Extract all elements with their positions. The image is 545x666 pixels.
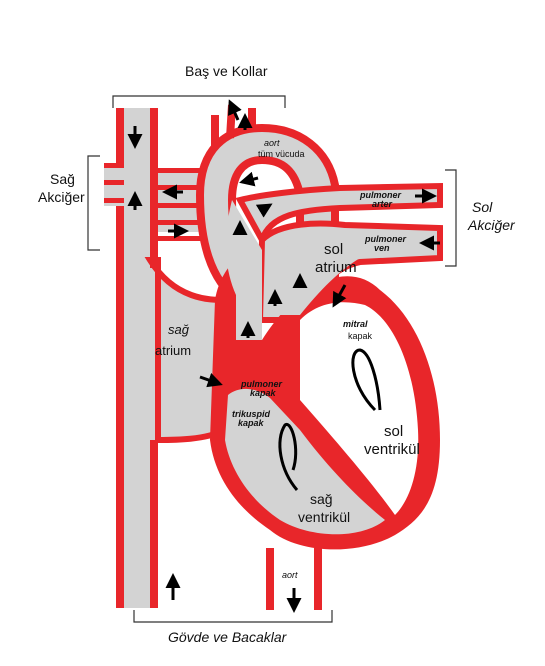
- label-sag-akciger-1: Sağ: [50, 171, 75, 187]
- label-sag-atrium-2: atrium: [155, 343, 191, 358]
- label-aort-kapagi-1: aort: [303, 328, 319, 338]
- label-bas-ve-kollar: Baş ve Kollar: [185, 63, 268, 79]
- label-sag-akciger-2: Akciğer: [38, 189, 85, 205]
- label-govde-ve-bacaklar: Gövde ve Bacaklar: [168, 629, 288, 645]
- label-sag-ventrikul-2: ventrikül: [298, 509, 350, 525]
- descending-aorta: [266, 548, 322, 610]
- label-sol-akciger-2: Akciğer: [467, 217, 516, 233]
- label-trikuspid-kapak-1: trikuspid: [232, 409, 271, 419]
- label-aort-bottom: aort: [282, 570, 298, 580]
- label-pulmoner-kapak-2: kapak: [250, 388, 277, 398]
- label-sol-ventrikul-1: sol: [384, 423, 403, 440]
- label-tum-vucuda: tüm vücuda: [258, 149, 305, 159]
- label-sol-akciger-1: Sol: [472, 199, 493, 215]
- label-sol-ventrikul-2: ventrikül: [364, 441, 420, 458]
- label-pulmoner-arter-1: pulmoner: [359, 190, 401, 200]
- left-ventricle-cavity: [300, 302, 419, 515]
- label-mitral-kapak-1: mitral: [343, 319, 368, 329]
- label-sol-atrium-1: sol: [324, 241, 343, 258]
- label-sol-atrium-2: atrium: [315, 259, 357, 276]
- left-atrium-interior: [268, 242, 360, 315]
- aortic-outflow: [225, 200, 262, 340]
- pulmonary-artery: [235, 182, 443, 248]
- bracket-lines: [87, 95, 457, 623]
- label-pulmoner-ven-2: ven: [374, 243, 390, 253]
- label-sag-ventrikul-1: sağ: [310, 491, 333, 507]
- label-pulmoner-arter-2: arter: [372, 199, 393, 209]
- label-aort-top: aort: [264, 138, 280, 148]
- label-pulmoner-kapak-1: pulmoner: [240, 379, 282, 389]
- right-ventricle-cavity: [225, 388, 385, 535]
- label-mitral-kapak-2: kapak: [348, 331, 373, 341]
- label-sag-atrium-1: sağ: [168, 322, 190, 337]
- label-aort-kapagi-2: kapağı: [300, 338, 327, 348]
- label-trikuspid-kapak-2: kapak: [238, 418, 265, 428]
- flow-arrows: [127, 99, 440, 613]
- label-pulmoner-ven-1: pulmoner: [364, 234, 406, 244]
